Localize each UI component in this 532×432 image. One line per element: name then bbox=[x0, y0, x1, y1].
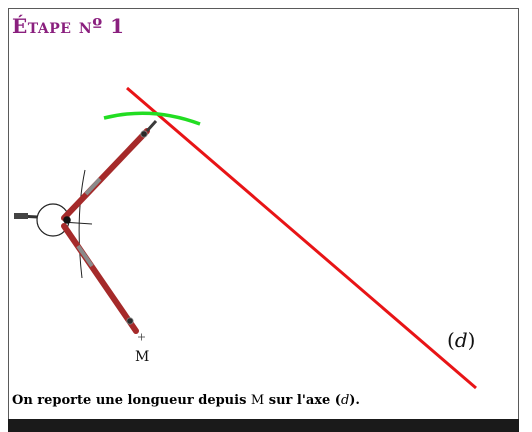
axis-d-line bbox=[126, 86, 477, 390]
compass-arm-upper-highlight bbox=[84, 177, 102, 196]
caption-part1: On reporte une longueur depuis bbox=[12, 393, 251, 408]
axis-d-open: ( bbox=[447, 328, 455, 352]
point-m-label: M bbox=[135, 349, 149, 365]
compass-arm-upper bbox=[61, 128, 150, 221]
step-title: Étape nº 1 bbox=[12, 14, 125, 38]
construction-arc bbox=[78, 169, 86, 279]
compass-arm-lower-highlight bbox=[76, 244, 94, 268]
bottom-bar bbox=[8, 419, 519, 432]
axis-d-label: (d) bbox=[447, 328, 475, 352]
caption-part2: sur l'axe ( bbox=[264, 393, 341, 408]
compass-hinge-pivot bbox=[63, 216, 71, 224]
axis-d-letter: d bbox=[455, 328, 468, 352]
caption-axis: d bbox=[340, 393, 350, 408]
compass-pencil-tip bbox=[145, 119, 158, 133]
figure-frame bbox=[8, 8, 519, 424]
axis-d-close: ) bbox=[468, 328, 476, 352]
compass-handle-grip bbox=[14, 213, 28, 219]
compass-lower-screw bbox=[126, 317, 134, 325]
compass-upper-screw bbox=[140, 130, 148, 138]
caption-point: M bbox=[250, 393, 265, 408]
green-arc bbox=[103, 111, 201, 126]
compass-arm-lower bbox=[61, 223, 139, 334]
step-caption: On reporte une longueur depuis M sur l'a… bbox=[12, 393, 360, 408]
caption-part3: ). bbox=[349, 393, 360, 408]
